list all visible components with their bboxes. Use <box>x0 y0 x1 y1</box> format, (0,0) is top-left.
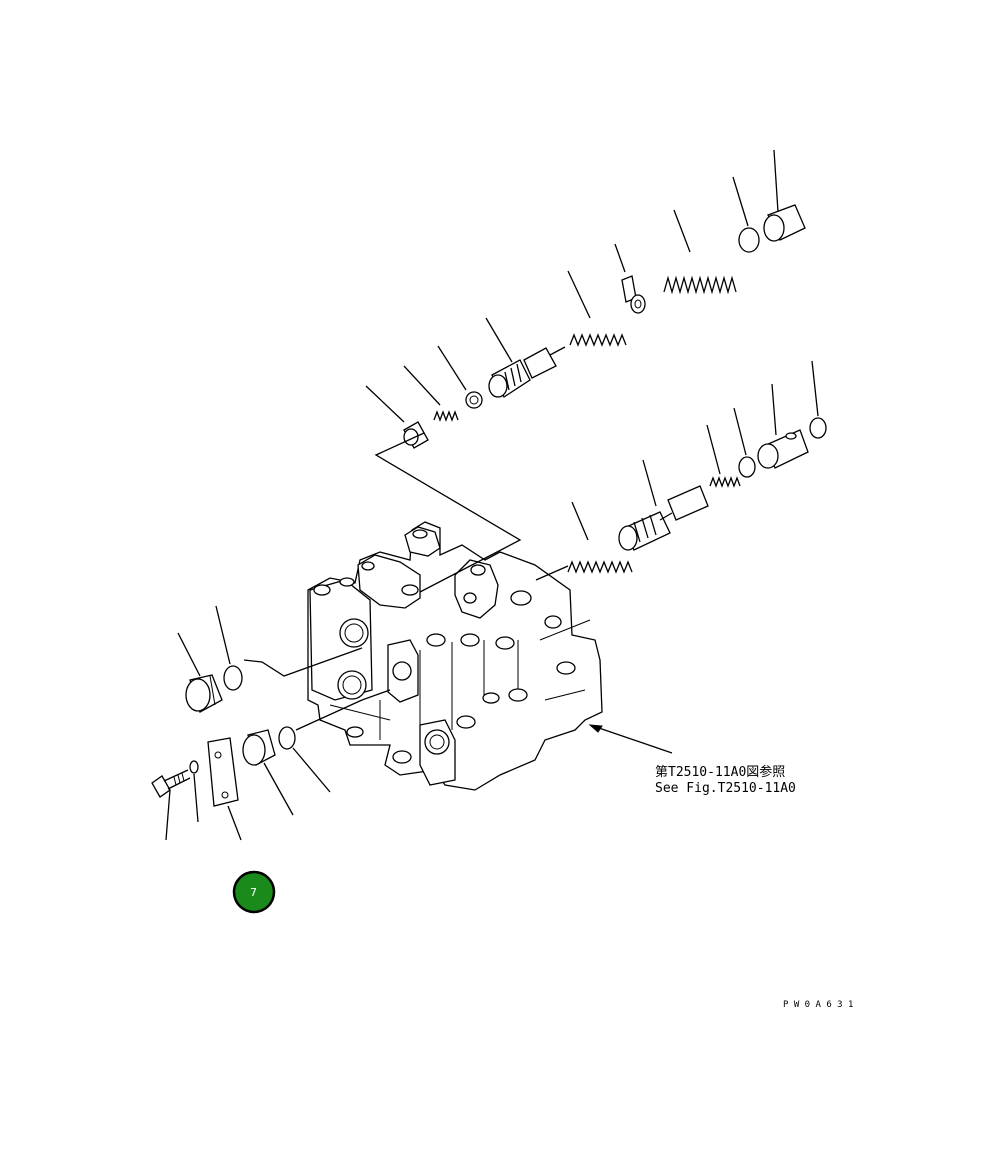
drawing-code: P W 0 A 6 3 1 <box>783 1000 853 1010</box>
callout-badge[interactable]: 7 <box>232 870 276 914</box>
leader-lines <box>165 149 819 841</box>
callout-circle[interactable] <box>232 870 276 914</box>
left-side-parts <box>151 665 296 807</box>
upper-spool-assembly <box>403 204 806 449</box>
reference-note-jp: 第T2510-11A0図参照 <box>655 764 785 780</box>
lower-spool-assembly <box>567 417 827 574</box>
callout-label: 7 <box>250 886 257 899</box>
reference-note-en: See Fig.T2510-11A0 <box>655 781 796 796</box>
valve-body <box>307 521 603 791</box>
